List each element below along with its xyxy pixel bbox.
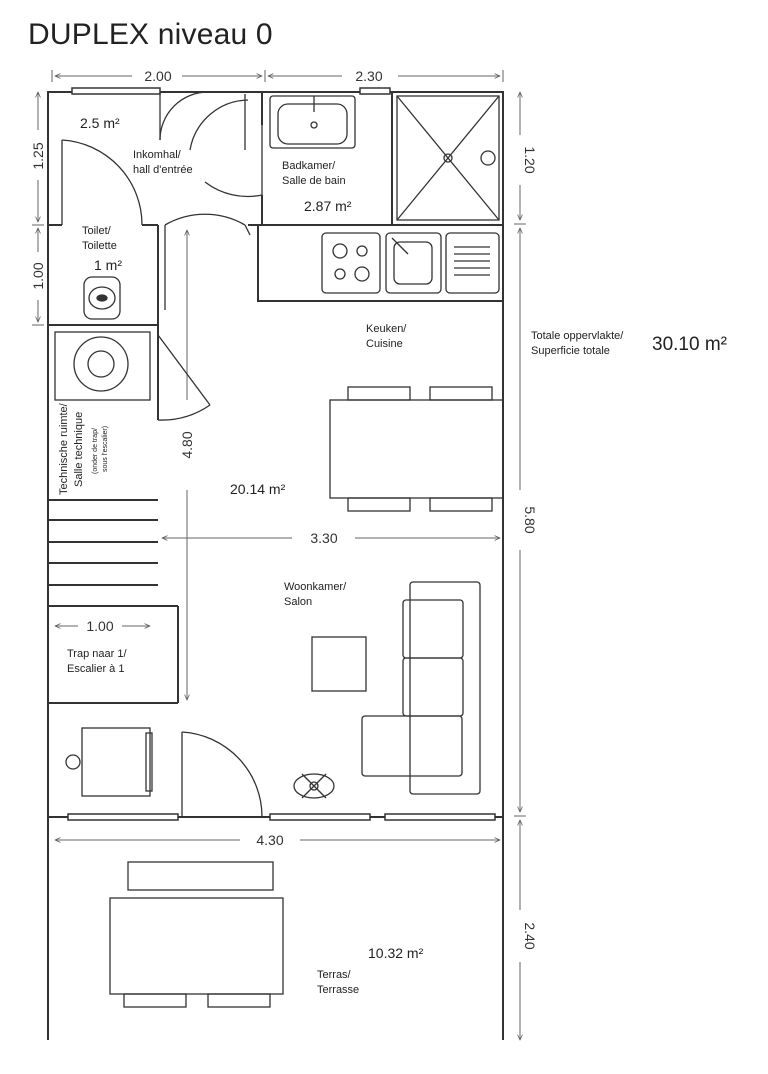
living-name-nl: Woonkamer/: [284, 581, 347, 593]
toilet-area: 1 m²: [94, 257, 122, 273]
terrace-name-fr: Terrasse: [317, 984, 359, 996]
outer-wall: [47, 91, 504, 818]
toilet-name-fr: Toilette: [82, 240, 117, 252]
kitchen-sink: [385, 232, 442, 294]
bathroom-name-fr: Salle de bain: [282, 175, 346, 187]
total-label-nl: Totale oppervlakte/: [531, 330, 624, 342]
dim-left-lower: 1.00: [30, 262, 46, 289]
kitchen-counter: [257, 224, 504, 302]
toilet-fixture: [83, 276, 121, 320]
living-furniture: [65, 581, 481, 799]
stairs-name-nl: Trap naar 1/: [67, 648, 127, 660]
kitchen-name-fr: Cuisine: [366, 338, 403, 350]
window-bottom-left: [67, 813, 179, 821]
sofa: [409, 581, 481, 795]
terrace-furniture: [109, 861, 284, 1008]
bathroom-name-nl: Badkamer/: [282, 160, 336, 172]
dim-terrace-width: 4.30: [256, 832, 283, 848]
toilet-name-nl: Toilet/: [82, 225, 112, 237]
page-title: DUPLEX niveau 0: [28, 18, 273, 51]
bathroom-fixtures: [269, 95, 500, 221]
technical-name-nl: Technische ruimte/: [58, 402, 70, 495]
technical-name-fr: Salle technique: [73, 412, 85, 487]
entrance-name-fr: hall d'entrée: [133, 164, 193, 176]
total-label-fr: Superficie totale: [531, 345, 610, 357]
shower: [396, 95, 500, 221]
coffee-table: [311, 636, 367, 692]
boiler: [54, 331, 151, 401]
windows: [67, 87, 496, 821]
kitchen-appliances: [321, 232, 500, 294]
dim-living-height: 4.80: [179, 431, 195, 458]
entrance-name-nl: Inkomhal/: [133, 149, 182, 161]
window-top: [71, 87, 161, 95]
dim-right-lower: 2.40: [522, 922, 538, 949]
living-area: 20.14 m²: [230, 481, 286, 497]
dimension-lines: [32, 70, 526, 1040]
technical-note-fr: sous l'escalier): [102, 426, 109, 472]
entrance-area: 2.5 m²: [80, 115, 120, 131]
terrace-area: 10.32 m²: [368, 945, 424, 961]
dim-living-width: 3.30: [310, 530, 337, 546]
sink: [269, 95, 356, 149]
technical-note-nl: (onder de trap/: [92, 428, 99, 474]
kitchen-name-nl: Keuken/: [366, 323, 407, 335]
dim-top-right: 2.30: [355, 68, 382, 84]
dim-right-middle: 5.80: [522, 506, 538, 533]
doors: [61, 91, 263, 818]
living-name-fr: Salon: [284, 596, 312, 608]
dim-top-left: 2.00: [144, 68, 171, 84]
total-value: 30.10 m²: [652, 334, 727, 355]
cooktop: [321, 232, 381, 294]
stairs-name-fr: Escalier à 1: [67, 663, 124, 675]
dim-left-upper: 1.25: [30, 142, 46, 169]
terrace-name-nl: Terras/: [317, 969, 352, 981]
dim-right-upper: 1.20: [522, 146, 538, 173]
dim-stair-width: 1.00: [86, 618, 113, 634]
bathroom-area: 2.87 m²: [304, 198, 352, 214]
dining-table: [329, 386, 504, 512]
lamp: [293, 773, 335, 799]
